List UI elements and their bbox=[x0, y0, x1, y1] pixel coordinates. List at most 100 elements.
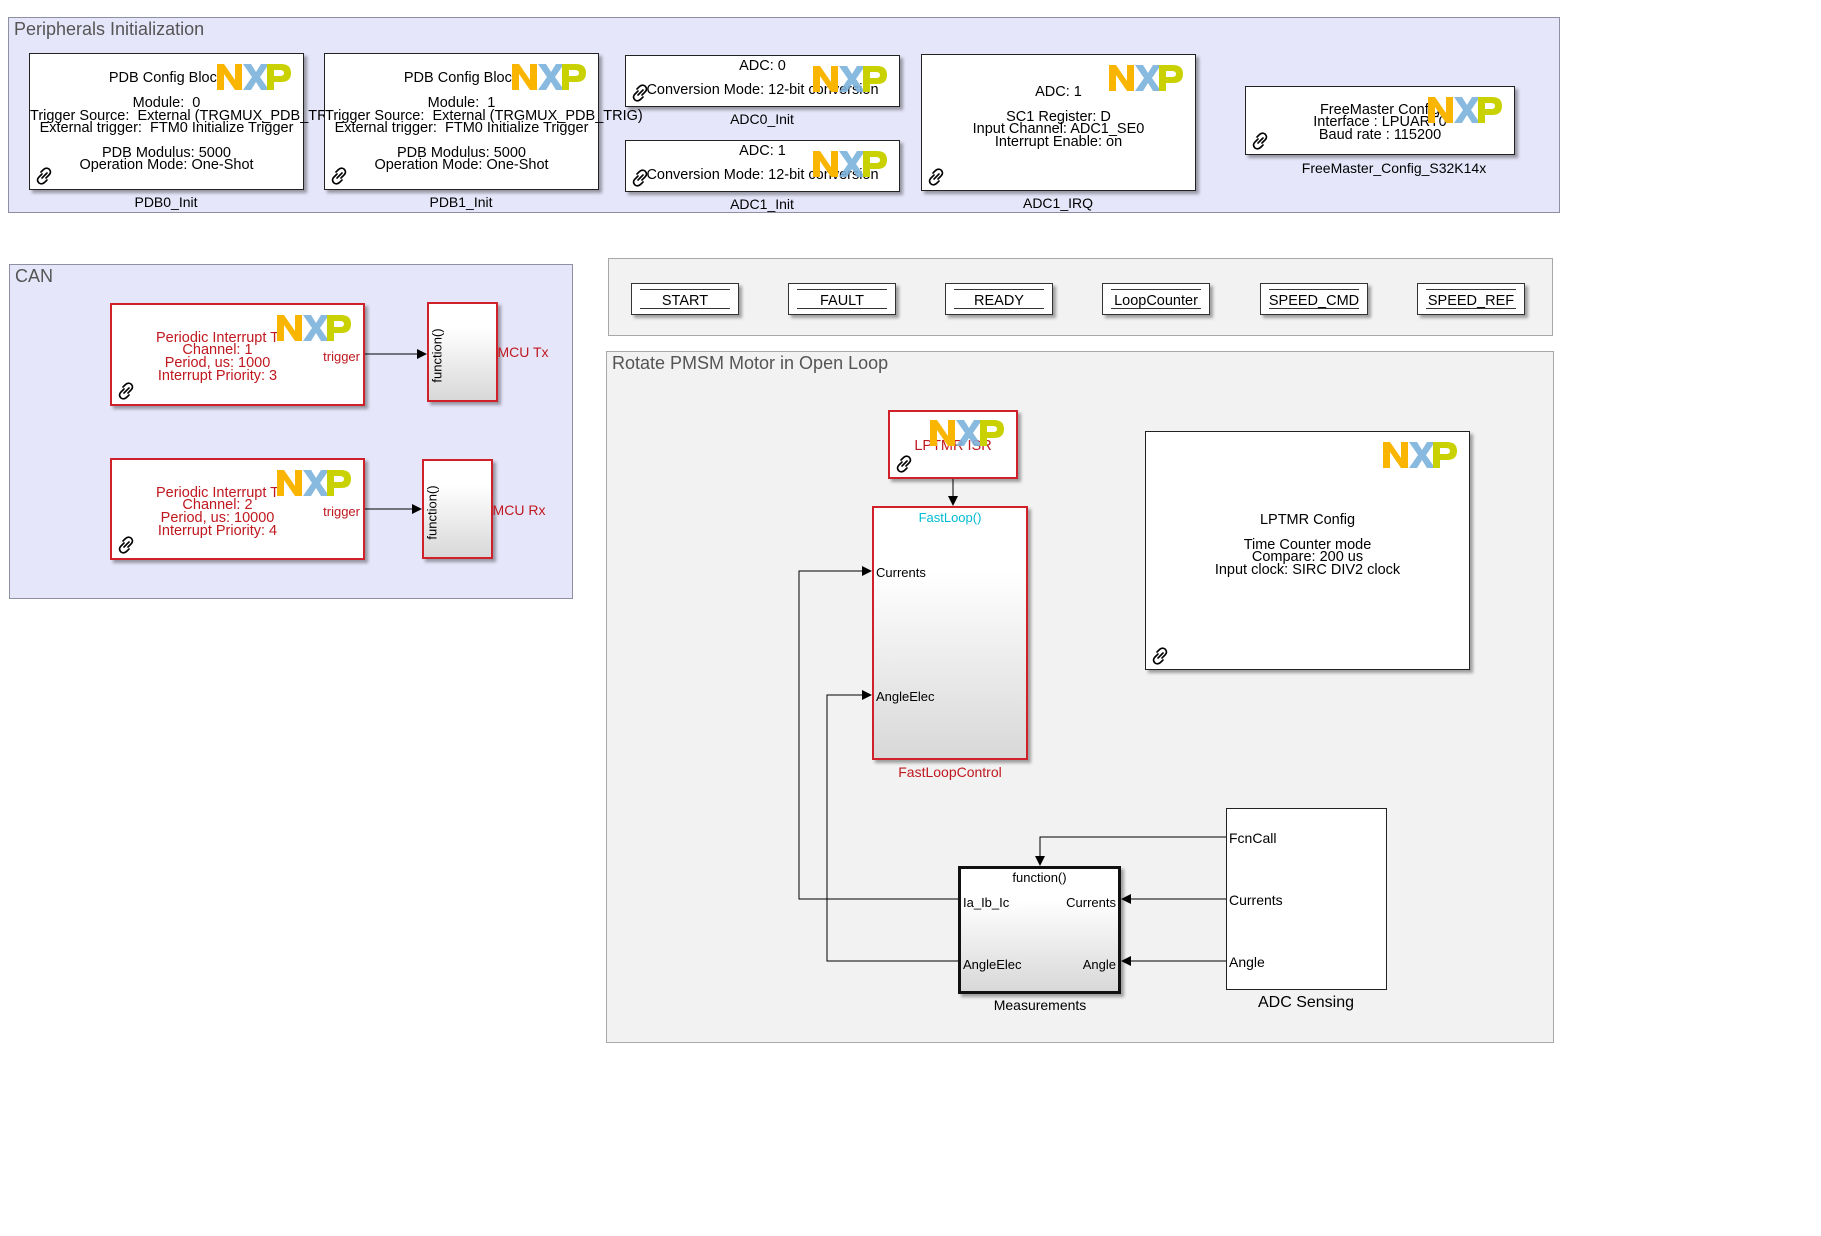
nxp-logo-icon bbox=[813, 151, 887, 177]
adc1-irq-name: ADC1_IRQ bbox=[1022, 195, 1094, 211]
goto-label: LoopCounter bbox=[1114, 293, 1198, 309]
adc1-irq-line: Interrupt Enable: on bbox=[994, 134, 1123, 150]
pit2-trigger-port: trigger bbox=[323, 504, 360, 519]
adc1-init-name: ADC1_Init bbox=[730, 196, 794, 212]
goto-label: SPEED_CMD bbox=[1268, 293, 1360, 309]
measurements-trigger-port: function() bbox=[1012, 870, 1067, 885]
adc-sensing-output-angle: Angle bbox=[1229, 954, 1265, 970]
adc0-init-block[interactable]: ADC: 0 Conversion Mode: 12-bit conversio… bbox=[625, 55, 900, 107]
angleelec-to-fastloop-line bbox=[826, 690, 958, 962]
nxp-logo-icon bbox=[1109, 65, 1183, 91]
lptmr-config-line: LPTMR Config bbox=[1259, 512, 1356, 528]
pit2-line: Interrupt Priority: 4 bbox=[157, 523, 278, 539]
fastloop-input-angleelec: AngleElec bbox=[876, 689, 935, 704]
goto-ready[interactable]: READY bbox=[945, 283, 1053, 315]
goto-fault[interactable]: FAULT bbox=[788, 283, 896, 315]
library-link-icon bbox=[1152, 647, 1168, 665]
lptmr-isr-block[interactable]: LPTMR ISR bbox=[888, 410, 1018, 479]
adc1-irq-block[interactable]: ADC: 1 SC1 Register: D Input Channel: AD… bbox=[921, 54, 1196, 191]
library-link-icon bbox=[118, 382, 134, 400]
library-link-icon bbox=[632, 169, 648, 187]
pdb0-line: External trigger: FTM0 Initialize Trigge… bbox=[39, 120, 294, 136]
pdb1-line: External trigger: FTM0 Initialize Trigge… bbox=[334, 120, 589, 136]
measurements-output-iabc: Ia_Ib_Ic bbox=[963, 895, 1010, 910]
area-title-peripherals: Peripherals Initialization bbox=[14, 19, 205, 39]
goto-tags-area bbox=[608, 258, 1553, 336]
adc0-init-name: ADC0_Init bbox=[730, 111, 794, 127]
lptmr-config-line: Time Counter mode bbox=[1243, 537, 1372, 553]
library-link-icon bbox=[1252, 132, 1268, 150]
adc-sensing-block[interactable]: FcnCall Currents Angle bbox=[1226, 808, 1387, 990]
mcu-rx-name: MCU Rx bbox=[492, 502, 546, 518]
nxp-logo-icon bbox=[930, 420, 1004, 446]
adc-sensing-output-currents: Currents bbox=[1229, 892, 1283, 908]
pit2-line: Period, us: 10000 bbox=[160, 510, 275, 526]
measurements-block[interactable]: function() Ia_Ib_Ic AngleElec Currents A… bbox=[958, 866, 1121, 994]
area-title-motor: Rotate PMSM Motor in Open Loop bbox=[612, 353, 889, 373]
fastloop-control-block[interactable]: FastLoop() Currents AngleElec bbox=[872, 506, 1028, 760]
library-link-icon bbox=[896, 455, 912, 473]
nxp-logo-icon bbox=[277, 315, 351, 341]
mcu-tx-block[interactable]: function() bbox=[427, 302, 498, 402]
goto-label: READY bbox=[974, 293, 1024, 309]
measurements-name: Measurements bbox=[993, 997, 1087, 1013]
pdb0-name: PDB0_Init bbox=[134, 194, 198, 210]
goto-speed-ref[interactable]: SPEED_REF bbox=[1417, 283, 1525, 315]
nxp-logo-icon bbox=[512, 64, 586, 90]
lptmr-config-block[interactable]: LPTMR Config Time Counter mode Compare: … bbox=[1145, 431, 1470, 670]
goto-label: START bbox=[661, 293, 709, 309]
fcncall-to-measurements-line bbox=[1035, 836, 1226, 866]
measurements-input-currents: Currents bbox=[1066, 895, 1116, 910]
goto-loopcounter[interactable]: LoopCounter bbox=[1102, 283, 1210, 315]
freemaster-line: Baud rate : 115200 bbox=[1318, 127, 1442, 143]
adc1-irq-line: ADC: 1 bbox=[1035, 84, 1082, 100]
pit1-line: Channel: 1 bbox=[182, 342, 253, 358]
pit1-line: Interrupt Priority: 3 bbox=[157, 368, 278, 384]
library-link-icon bbox=[36, 167, 52, 185]
adc1-init-line2: Conversion Mode: 12-bit conversion bbox=[646, 167, 879, 183]
goto-label: FAULT bbox=[819, 293, 865, 309]
pdb0-title: PDB Config Block bbox=[108, 70, 225, 86]
iabc-to-fastloop-currents-line bbox=[798, 566, 958, 900]
pit2-line: Periodic Interrupt T bbox=[155, 485, 280, 501]
goto-label: SPEED_REF bbox=[1427, 293, 1515, 309]
adc1-irq-line: Input Channel: ADC1_SE0 bbox=[972, 121, 1145, 137]
periodic-interrupt-2-block[interactable]: Periodic Interrupt T Channel: 2 Period, … bbox=[110, 458, 365, 560]
pdb1-title: PDB Config Block bbox=[403, 70, 520, 86]
periodic-interrupt-1-block[interactable]: Periodic Interrupt T Channel: 1 Period, … bbox=[110, 303, 365, 406]
adc-sensing-output-fcncall: FcnCall bbox=[1229, 830, 1277, 846]
pdb0-line: Operation Mode: One-Shot bbox=[79, 157, 254, 173]
mcu-rx-block[interactable]: function() bbox=[422, 459, 493, 559]
pdb1-name: PDB1_Init bbox=[429, 194, 493, 210]
pdb1-line: Module: 1 bbox=[427, 95, 496, 111]
pit2-line: Channel: 2 bbox=[182, 497, 253, 513]
pdb1-line: PDB Modulus: 5000 bbox=[397, 145, 526, 161]
pit1-line: Periodic Interrupt T bbox=[155, 330, 280, 346]
goto-speed-cmd[interactable]: SPEED_CMD bbox=[1260, 283, 1368, 315]
nxp-logo-icon bbox=[1383, 442, 1457, 468]
pdb1-block[interactable]: PDB Config Block Module: 1 Trigger Sourc… bbox=[324, 53, 643, 190]
lptmr-config-line: Compare: 200 us bbox=[1251, 549, 1364, 565]
freemaster-name: FreeMaster_Config_S32K14x bbox=[1301, 160, 1487, 176]
adc0-init-line1: ADC: 0 bbox=[739, 58, 786, 74]
goto-start[interactable]: START bbox=[631, 283, 739, 315]
library-link-icon bbox=[928, 168, 944, 186]
area-title-can: CAN bbox=[15, 266, 54, 286]
measurements-input-angle: Angle bbox=[1082, 957, 1116, 972]
adc1-irq-line: SC1 Register: D bbox=[1006, 109, 1111, 125]
pdb0-block[interactable]: PDB Config Block Module: 0 Trigger Sourc… bbox=[29, 53, 348, 190]
nxp-logo-icon bbox=[217, 64, 291, 90]
freemaster-block[interactable]: FreeMaster Config Interface : LPUART0 Ba… bbox=[1245, 86, 1515, 155]
adc1-init-line1: ADC: 1 bbox=[739, 143, 786, 159]
library-link-icon bbox=[118, 536, 134, 554]
fastloop-input-currents: Currents bbox=[876, 565, 926, 580]
adc1-init-block[interactable]: ADC: 1 Conversion Mode: 12-bit conversio… bbox=[625, 140, 900, 192]
pit1-line: Period, us: 1000 bbox=[164, 355, 271, 371]
adc-sensing-name: ADC Sensing bbox=[1257, 994, 1355, 1011]
pdb1-line: Operation Mode: One-Shot bbox=[374, 157, 549, 173]
library-link-icon bbox=[331, 167, 347, 185]
nxp-logo-icon bbox=[1428, 97, 1502, 123]
library-link-icon bbox=[632, 84, 648, 102]
lptmr-config-line: Input clock: SIRC DIV2 clock bbox=[1214, 562, 1401, 578]
